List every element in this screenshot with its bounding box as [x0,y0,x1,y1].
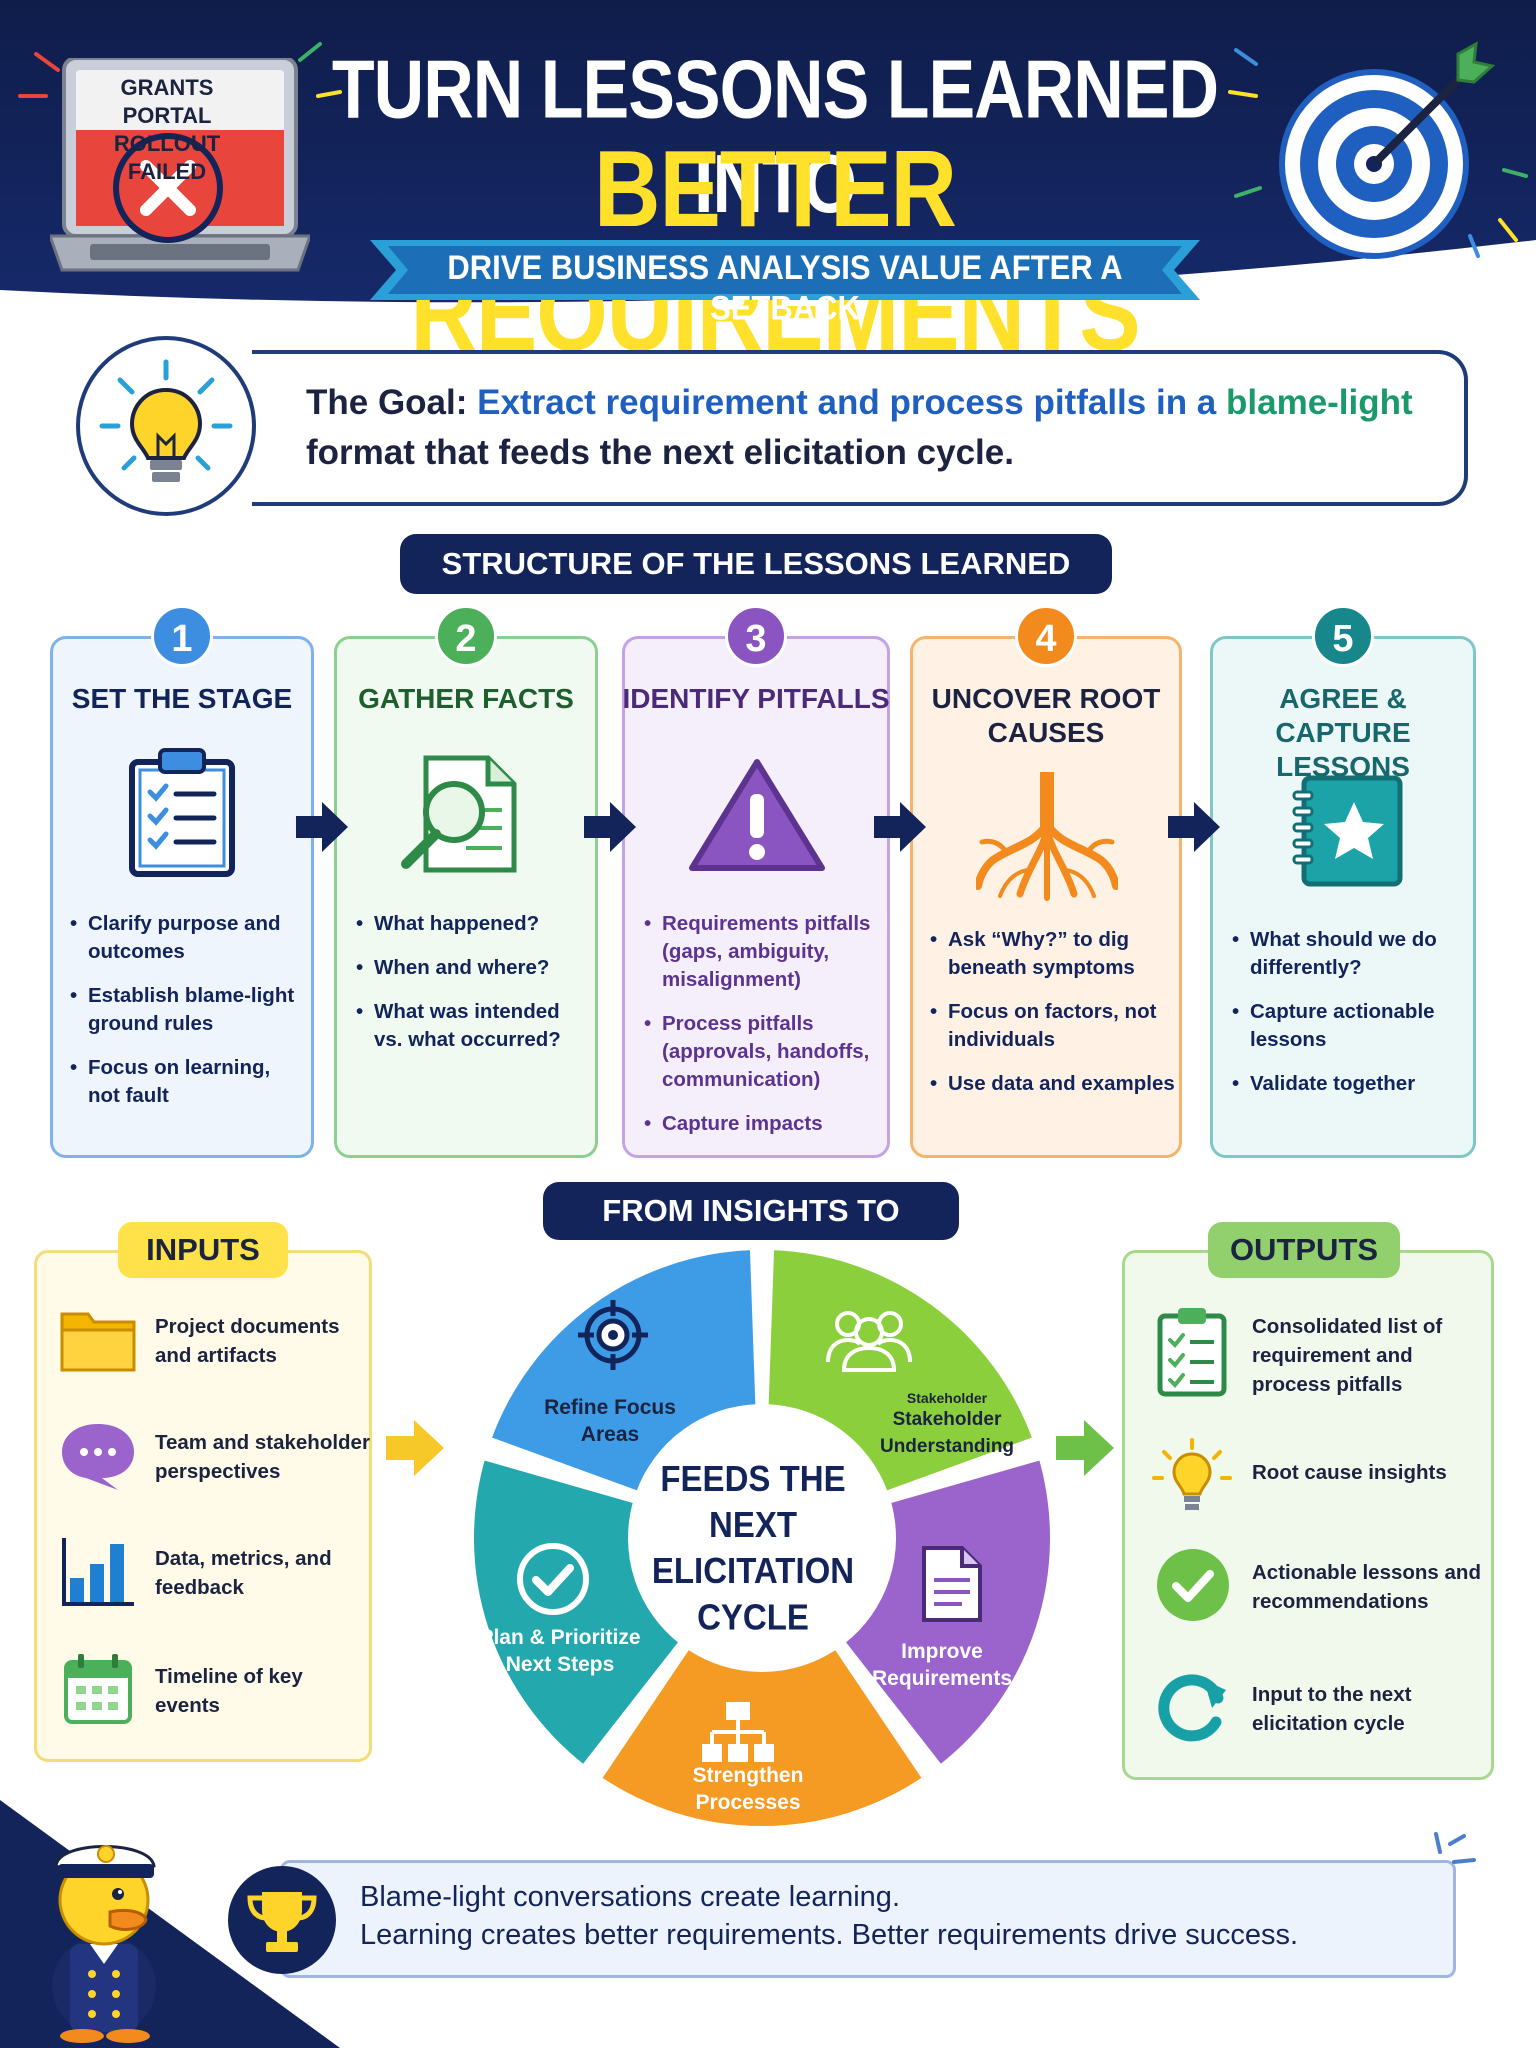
trophy-badge [228,1866,336,1974]
lightbulb-icon [1152,1438,1232,1510]
step-2-bullet: What was intended vs. what occurred? [356,998,592,1054]
input-item: Project documents and artifacts [155,1315,340,1367]
refresh-cycle-icon [1158,1674,1226,1742]
warning-icon [689,759,825,871]
structure-heading: STRUCTURE OF THE LESSONS LEARNED SESSION [400,534,1112,641]
laptop-error-icon [50,58,310,272]
step-2-bullet: What happened? [356,910,592,938]
header: GRANTS PORTAL ROLLOUT FAILED TURN LESSON… [0,0,1536,373]
outputs-heading: OUTPUTS [1208,1222,1400,1278]
subtitle: DRIVE BUSINESS ANALYSIS VALUE AFTER A SE… [447,247,1123,328]
arrow-right-icon [386,1420,444,1476]
step-bullets-4: Ask “Why?” to dig beneath symptoms Focus… [930,926,1178,1114]
step-5-bullet: What should we do differently? [1232,926,1472,982]
people-group-icon [826,1311,912,1372]
step-bullets-5: What should we do differently? Capture a… [1232,926,1472,1114]
bar-chart-icon [62,1538,134,1606]
laptop-caption: GRANTS PORTAL ROLLOUT FAILED [113,75,221,184]
step-title-4: UNCOVER ROOT CAUSES [931,683,1161,748]
output-item: Root cause insights [1252,1461,1447,1484]
lightbulb-icon [99,359,233,482]
check-circle-icon [1157,1549,1229,1621]
step-title-5: AGREE & CAPTURE LESSONS [1275,683,1411,782]
step-4-bullet: Use data and examples [930,1070,1178,1098]
crosshair-icon [578,1300,648,1370]
goal-box [252,350,1468,506]
target-icon [1279,41,1496,259]
cycle-segment [470,1455,684,1770]
header-background [0,0,1536,303]
roots-icon [976,772,1118,901]
input-item: Timeline of key events [155,1665,303,1717]
calendar-icon [64,1654,132,1724]
sparkle-lines-icon [1434,1832,1476,1864]
step-5-bullet: Capture actionable lessons [1232,998,1472,1054]
cycle-center-label: FEEDS THE NEXT ELICITATION CYCLE [651,1457,855,1638]
step-bullets-1: Clarify purpose and outcomes Establish b… [70,910,306,1126]
subtitle-ribbon [370,240,1200,300]
hierarchy-icon [702,1702,774,1762]
step-3-bullet: Process pitfalls (approvals, handoffs, c… [644,1010,884,1094]
step-badge-5: 5 [1312,605,1374,667]
step-2-bullet: When and where? [356,954,592,982]
goal-statement: The Goal: Extract requirement and proces… [306,383,1413,472]
footer-message: Blame-light conversations create learnin… [360,1881,1299,1951]
check-circle-icon [517,1543,589,1615]
arrow-right-icon [1168,802,1220,852]
step-badge-3: 3 [725,605,787,667]
step-1-bullet: Clarify purpose and outcomes [70,910,306,966]
goal-icon-circle [76,336,256,516]
document-search-icon [401,755,517,873]
step-1-bullet: Focus on learning, not fault [70,1054,306,1110]
step-3-bullet: Requirements pitfalls (gaps, ambiguity, … [644,910,884,994]
cycle-segment [486,1246,760,1496]
footer-banner [280,1860,1456,1978]
step-badge-4: 4 [1015,605,1077,667]
output-item: Input to the next elicitation cycle [1252,1683,1412,1735]
input-item: Data, metrics, and feedback [155,1547,332,1599]
step-badge-1: 1 [151,605,213,667]
step-1-bullet: Establish blame-light ground rules [70,982,306,1038]
trophy-icon [247,1892,317,1952]
step-title-1: SET THE STAGE [71,683,293,714]
arrow-right-icon [296,802,348,852]
folder-icon [60,1312,136,1372]
step-card-2 [334,636,598,1158]
checklist-icon [1157,1308,1227,1397]
step-5-bullet: Validate together [1232,1070,1472,1098]
arrow-right-icon [874,802,926,852]
step-badge-2: 2 [435,605,497,667]
step-bullets-2: What happened? When and where? What was … [356,910,592,1070]
speech-bubble-icon [62,1424,134,1490]
document-icon [922,1546,982,1622]
step-title-2: GATHER FACTS [358,683,574,714]
cycle-segment [764,1246,1038,1496]
step-title-3: IDENTIFY PITFALLS [622,683,890,714]
action-heading: FROM INSIGHTS TO ACTION [543,1182,959,1286]
cycle-center-circle [636,1412,888,1664]
output-item: Actionable lessons and recommendations [1252,1561,1481,1613]
output-item: Consolidated list of requirement and pro… [1252,1315,1443,1396]
inputs-heading: INPUTS [118,1222,288,1278]
arrow-right-icon [1056,1420,1114,1476]
title-line-1: TURN LESSONS LEARNED INTO [331,43,1219,230]
notebook-star-icon [1292,775,1403,887]
step-4-bullet: Ask “Why?” to dig beneath symptoms [930,926,1178,982]
clipboard-checklist-icon [129,748,235,877]
arrow-right-icon [584,802,636,852]
duck-captain-mascot [52,1845,156,2043]
input-item: Team and stakeholder perspectives [155,1431,370,1483]
step-bullets-3: Requirements pitfalls (gaps, ambiguity, … [644,910,884,1154]
step-3-bullet: Capture impacts [644,1110,884,1138]
step-4-bullet: Focus on factors, not individuals [930,998,1178,1054]
